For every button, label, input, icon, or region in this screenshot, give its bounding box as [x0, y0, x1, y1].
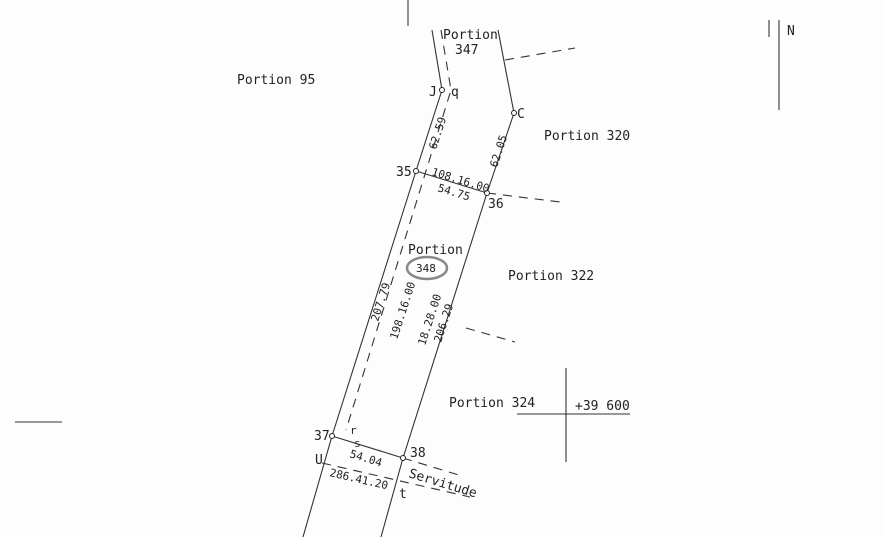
point-38: [400, 455, 406, 461]
point-35-label: 35: [396, 165, 412, 180]
point-c: [511, 110, 517, 116]
portion-347-label: Portion: [443, 28, 498, 43]
extension-322: [465, 327, 516, 343]
measurement-west-upper: 62.59: [426, 115, 449, 151]
point-37: [329, 433, 335, 439]
portion-348-label: Portion: [408, 243, 463, 258]
east-boundary: [380, 29, 515, 537]
portion-348-highlight: [405, 255, 449, 281]
point-c-label: C: [517, 107, 525, 122]
point-36: [484, 190, 490, 196]
servitude-label: Servitude: [407, 466, 479, 501]
portion-322-label: Portion 322: [508, 269, 594, 284]
portion-324-label: Portion 324: [449, 396, 535, 411]
extension-36: [486, 192, 561, 203]
coordinate-label: +39 600: [575, 399, 630, 414]
line-35-36: [415, 170, 488, 194]
north-label: N: [787, 24, 795, 39]
point-t-label: t: [399, 487, 407, 502]
point-j-label: J: [429, 85, 437, 100]
portion-95-label: Portion 95: [237, 73, 315, 88]
measurement-east-upper: 62.05: [487, 133, 510, 169]
servitude-inner-line: [345, 29, 452, 431]
point-37-label: 37: [314, 429, 330, 444]
line-37-38: [331, 435, 404, 459]
point-35: [413, 168, 419, 174]
point-36-label: 36: [488, 197, 504, 212]
length-west: 207.79: [368, 281, 393, 323]
portion-320-label: Portion 320: [544, 129, 630, 144]
point-r-label: r: [350, 424, 357, 437]
point-38-label: 38: [410, 446, 426, 461]
point-j: [439, 87, 445, 93]
point-u-label: U: [315, 453, 323, 468]
bearing-west: 198.16.00: [387, 280, 418, 341]
extension-347: [504, 47, 576, 61]
point-s-label: s: [354, 437, 361, 450]
portion-348-number: 348: [416, 262, 436, 275]
portion-347-number: 347: [455, 43, 478, 58]
point-q-label: q: [451, 85, 459, 100]
extension-38: [402, 457, 463, 477]
bearing-u-t: 286.41.20: [328, 466, 389, 492]
